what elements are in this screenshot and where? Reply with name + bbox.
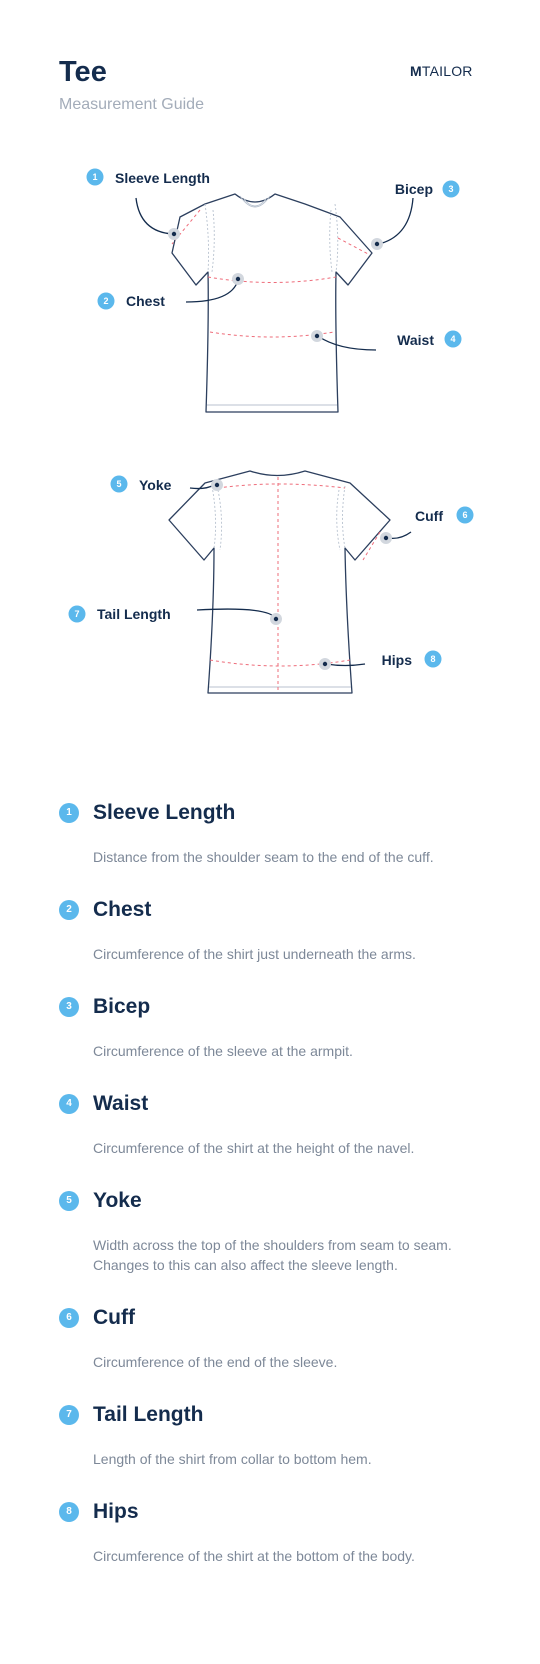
item-badge: 3 (59, 997, 79, 1017)
front-badge-2: 2 (103, 296, 108, 306)
front-label-waist: Waist 4 (397, 330, 462, 348)
item-badge: 2 (59, 900, 79, 920)
back-label-hips: Hips 8 (382, 650, 442, 668)
item-title: Yoke (93, 1189, 142, 1212)
back-badge-5: 5 (116, 479, 121, 489)
front-badge-3: 3 (448, 184, 453, 194)
item-description: Circumference of the sleeve at the armpi… (93, 1043, 353, 1059)
mtailor-logo: MTAILOR (410, 64, 473, 78)
front-label-bicep: Bicep 3 (395, 180, 460, 198)
front-label-4: Waist (397, 332, 434, 348)
item-description: Circumference of the shirt at the bottom… (93, 1548, 415, 1564)
back-label-tail-length: 7 Tail Length (68, 605, 171, 623)
front-tee-diagram: 1 Sleeve Length 2 Chest Bicep 3 Waist 4 (86, 168, 462, 413)
back-label-7: Tail Length (97, 606, 171, 622)
front-label-3: Bicep (395, 181, 433, 197)
front-label-sleeve-length: 1 Sleeve Length (86, 168, 210, 186)
item-title: Sleeve Length (93, 801, 236, 824)
front-label-1: Sleeve Length (115, 170, 210, 186)
item-description: Width across the top of the shoulders fr… (93, 1237, 452, 1273)
back-tee-diagram: 5 Yoke Cuff 6 7 Tail Length Hips 8 (68, 470, 474, 694)
item-title: Hips (93, 1500, 139, 1523)
back-label-yoke: 5 Yoke (110, 475, 172, 493)
item-title: Cuff (93, 1306, 135, 1329)
back-tee-outline (168, 470, 391, 694)
page-title: Tee (59, 56, 107, 88)
back-label-5: Yoke (139, 477, 172, 493)
back-label-6: Cuff (415, 508, 443, 524)
item-title: Tail Length (93, 1403, 204, 1426)
front-label-chest: 2 Chest (97, 292, 165, 310)
page-subtitle: Measurement Guide (59, 96, 204, 113)
item-title: Chest (93, 898, 152, 921)
item-description: Distance from the shoulder seam to the e… (93, 849, 434, 865)
item-description: Circumference of the shirt just undernea… (93, 946, 416, 962)
front-label-2: Chest (126, 293, 165, 309)
back-badge-7: 7 (74, 609, 79, 619)
item-title: Waist (93, 1092, 149, 1115)
yoke-line (217, 483, 346, 489)
item-title: Bicep (93, 995, 151, 1018)
item-badge: 1 (59, 803, 79, 823)
item-badge: 4 (59, 1094, 79, 1114)
back-label-cuff: Cuff 6 (415, 506, 474, 524)
back-badge-8: 8 (430, 654, 435, 664)
item-badge: 6 (59, 1308, 79, 1328)
item-description: Circumference of the end of the sleeve. (93, 1354, 338, 1370)
back-label-8: Hips (382, 652, 413, 668)
item-badge: 5 (59, 1191, 79, 1211)
cuff-line (362, 531, 381, 561)
front-badge-1: 1 (92, 172, 97, 182)
item-description: Length of the shirt from collar to botto… (93, 1451, 372, 1467)
front-badge-4: 4 (450, 334, 455, 344)
logo-text: TAILOR (421, 63, 473, 79)
front-tee-outline (171, 193, 373, 413)
item-description: Circumference of the shirt at the height… (93, 1140, 415, 1156)
item-badge: 7 (59, 1405, 79, 1425)
item-badge: 8 (59, 1502, 79, 1522)
chest-line (207, 276, 337, 283)
bicep-line (337, 237, 371, 256)
back-badge-6: 6 (462, 510, 467, 520)
logo-mark: M (410, 63, 422, 79)
